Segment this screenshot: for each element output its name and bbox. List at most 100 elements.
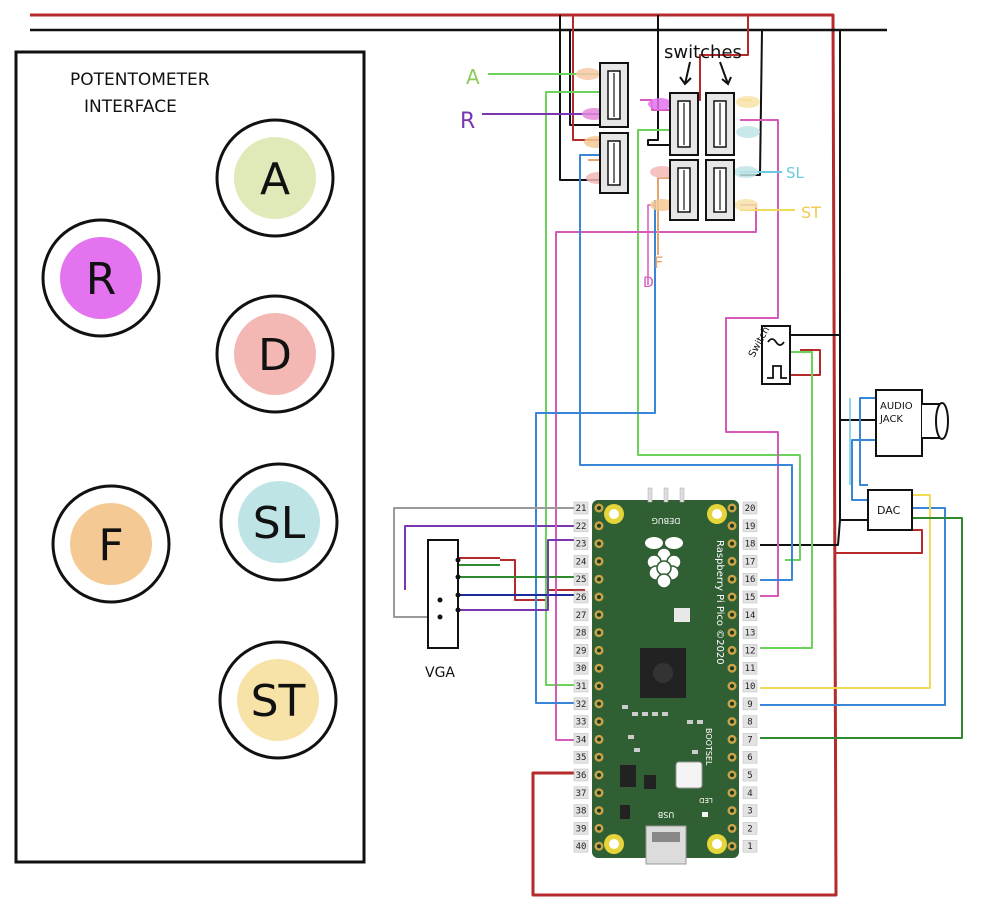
pin-hole-right [730,773,734,777]
wire-dark_green-32 [760,517,963,739]
slide-switch-3[interactable] [669,92,699,156]
audio-jack-label-2: JACK [879,414,903,425]
pin-tab-right [742,537,758,550]
pin-tab-right [742,519,758,533]
pin-label-right: 15 [745,593,756,603]
slide-switch-6[interactable] [705,159,735,221]
chip-logo-icon [653,663,673,683]
knob-fill [70,503,152,585]
knob-f[interactable]: F [51,484,171,604]
pin-hole-left [597,630,601,635]
solder-blob [650,199,674,211]
smd-part [634,748,640,752]
dac-label: DAC [877,504,901,517]
pin-hole-right [730,648,734,653]
vga-pin [455,574,461,580]
pin-tab-left [573,537,589,550]
pin-tab-right [742,697,758,711]
wire-black-6 [569,30,600,126]
wire-group [30,13,963,897]
pin-label-left: 32 [576,700,587,710]
sine-wave-icon [767,338,785,346]
pin-tab-right [742,733,758,746]
pin-hole-right [730,808,734,813]
pin-hole-right [730,844,734,849]
vga-pin [455,557,461,563]
wire-gray-36 [393,507,585,618]
led-indicator [702,812,708,817]
audio-jack-box [875,389,923,457]
pin-tab-left [573,697,589,711]
pin-hole-right [730,541,734,546]
pin-hole-left [597,719,601,724]
pin-label-left: 37 [576,789,587,799]
pin-label-right: 18 [745,540,756,550]
vga-pin [455,607,461,613]
pin-label-left: 39 [576,824,587,834]
wire-label-f: F [654,253,663,272]
pin-label-right: 16 [745,575,756,585]
pin-tab-left [573,590,589,604]
knob-r[interactable]: R [41,218,161,338]
pin-label-left: 22 [576,522,587,532]
wire-blue-25 [535,200,656,704]
wire-label-a: A [466,65,480,89]
pin-tab-left [573,572,589,586]
smd-part [692,750,698,754]
pin-hole-left [597,559,601,564]
pin-tab-left [573,644,589,657]
pin-hole-left [597,541,601,546]
pin-label-left: 24 [576,557,587,567]
pin-tab-left [573,786,589,800]
knob-d[interactable]: D [215,294,335,414]
pin-hole-right [730,559,734,564]
pin-tab-left [573,661,589,675]
pin-hole-right [730,666,734,671]
knob-st[interactable]: ST [218,640,338,760]
pin-label-right: 4 [747,789,752,799]
pin-label-right: 20 [745,504,756,514]
pin-label-left: 23 [576,540,587,550]
slide-switch-2[interactable] [599,132,629,194]
vga-pin [437,597,443,603]
mount-hole-center [609,839,619,849]
wire-magenta-41 [647,204,655,285]
slide-switch-5[interactable] [669,159,699,221]
knob-sl[interactable]: SL [219,462,339,582]
usb-port[interactable] [645,825,687,865]
switches-arrow-1 [679,61,692,86]
pin-hole-left [597,808,601,813]
smd-chip [644,775,656,789]
pin-tab-right [742,768,758,782]
pin-hole-right [730,612,734,617]
pin-hole-right [730,523,734,528]
bootsel-button[interactable] [675,761,703,789]
pin-hole-left [597,684,601,688]
pin-tab-left [573,608,589,622]
led-label: LED [699,796,713,804]
smd-part [622,705,628,709]
pin-label-left: 26 [576,593,587,603]
pin-tab-right [742,572,758,586]
slide-switch-4[interactable] [705,92,735,156]
solder-blob [650,166,674,178]
wave-switch-box [761,325,791,385]
pin-hole-left [597,826,601,831]
smd-part [662,712,668,716]
slide-switch-1[interactable] [599,62,629,128]
flash-chip [674,608,690,622]
knob-label: SL [253,498,306,549]
bootsel-label: BOOTSEL [704,728,713,766]
knob-a[interactable]: A [215,118,335,238]
pin-label-right: 6 [747,753,752,763]
wire-label-d: D [643,275,654,291]
raspberry-logo-icon [656,560,672,576]
pin-label-right: 9 [747,700,752,710]
pin-label-left: 27 [576,611,587,621]
smd-chip [620,805,630,819]
pin-label-right: 11 [745,664,756,674]
knob-label: D [258,330,292,381]
raspberry-leaf-icon [665,537,683,549]
wire-black-7 [559,15,600,181]
panel-title-line1: POTENTOMETER [70,70,210,90]
